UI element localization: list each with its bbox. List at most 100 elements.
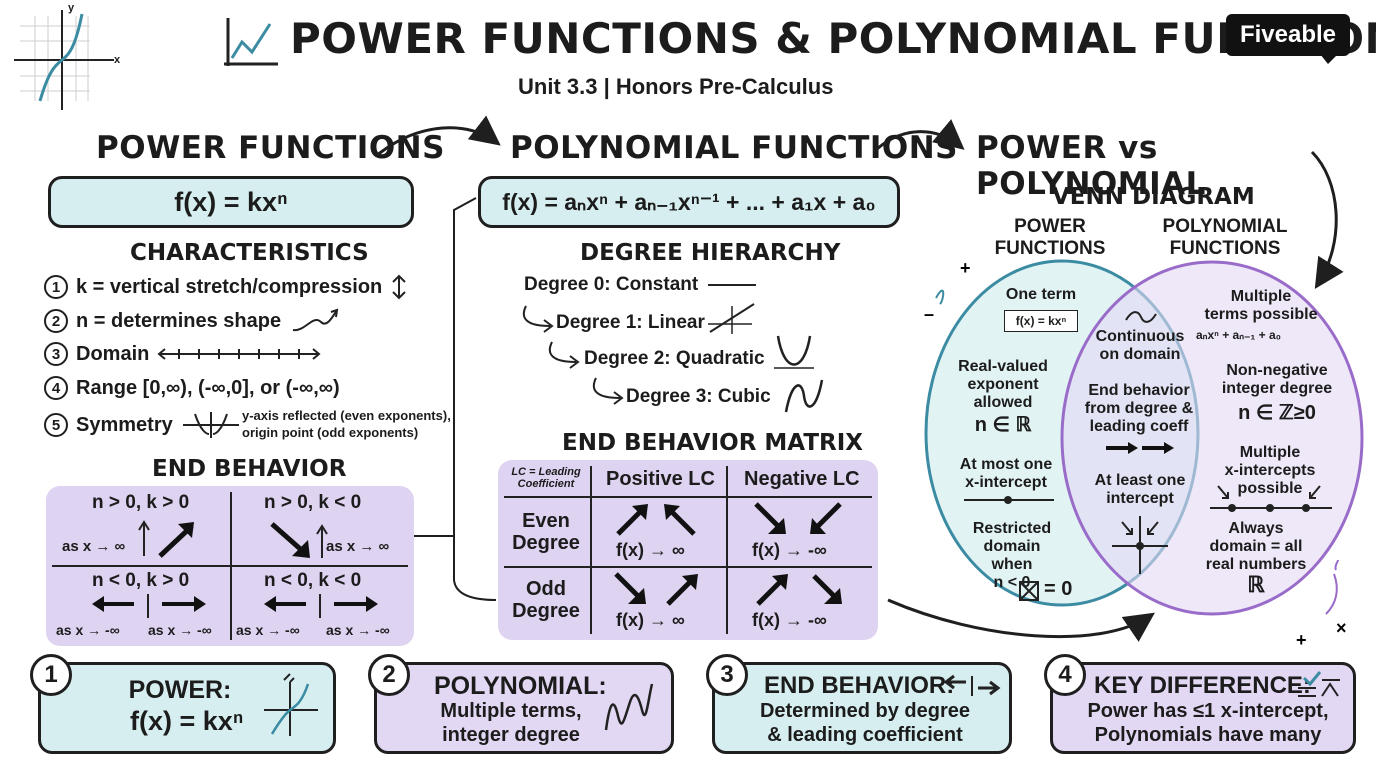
odd-positive-arrows-icon [614, 572, 698, 606]
venn-restricted-line-2: domain when [983, 538, 1041, 573]
symmetry-icon [182, 412, 239, 438]
svg-text:×: × [1336, 618, 1347, 638]
summary-card-end-behavior [712, 662, 1012, 754]
matrix-divider-h1 [504, 496, 872, 498]
venn-left-formula: f(x) = kxⁿ [1015, 314, 1067, 328]
matrix-divider-h2 [504, 566, 872, 568]
degree-2: Degree 2: Quadratic [584, 348, 765, 369]
end-cell-1-condition: n > 0, k > 0 [92, 492, 190, 513]
svg-text:+: + [1296, 630, 1307, 650]
matrix-corner-line-1: LC = Leading [511, 466, 581, 478]
summary-3-line-1: Determined by degree [759, 700, 971, 722]
down-right-arrow-icon [270, 522, 328, 558]
end-behavior-matrix-heading: END BEHAVIOR MATRIX [562, 430, 864, 456]
intercept-cross-icon [1112, 516, 1168, 574]
characteristic-2: 2 n = determines shape [44, 308, 341, 334]
venn-continuous: Continuous on domain [1090, 328, 1190, 364]
graph-axis-x-label: x [114, 54, 121, 66]
venn-always-line-2: domain = all [1209, 538, 1303, 555]
end-behavior-matrix: LC = Leading Coefficient Positive LC Neg… [498, 460, 878, 640]
crossed-box-icon [1019, 581, 1039, 601]
summary-number-3: 3 [706, 654, 748, 696]
cubic-curve-icon [784, 379, 824, 413]
odd-negative-result: f(x) → -∞ [752, 610, 827, 630]
characteristic-text: k = vertical stretch/compression [76, 275, 383, 298]
venn-non-negative-line-2: integer degree [1221, 380, 1333, 397]
matrix-row-even: Even Degree [506, 510, 586, 554]
venn-at-most-line-2: x-intercept [965, 474, 1047, 491]
summary-number-2: 2 [368, 654, 410, 696]
svg-text:+: + [960, 258, 971, 278]
polynomial-functions-heading: POLYNOMIAL FUNCTIONS [510, 130, 959, 166]
grid-divider-h [52, 565, 408, 567]
graph-axis-y-label: y [68, 2, 75, 14]
characteristic-text: Domain [76, 342, 150, 365]
number-badge: 1 [44, 275, 68, 299]
venn-always: Always domain = all real numbers [1196, 520, 1316, 574]
degree-3: Degree 3: Cubic [626, 386, 771, 407]
summary-3-title: END BEHAVIOR: [764, 672, 955, 699]
page-subtitle: Unit 3.3 | Honors Pre-Calculus [518, 74, 834, 99]
venn-real-set: n ∈ ℝ [974, 414, 1032, 436]
fiveable-logo: Fiveable [1226, 14, 1350, 56]
comparison-heading: POWER vs POLYNOMIAL [976, 130, 1206, 202]
logo-tail-icon [1320, 54, 1338, 64]
venn-always-line-1: Always [1228, 520, 1284, 537]
summary-number-4: 4 [1044, 654, 1086, 696]
degree-0: Degree 0: Constant [524, 274, 699, 295]
venn-end-behavior: End behavior from degree & leading coeff [1080, 382, 1198, 436]
end-cell-4-note-left: as x → -∞ [236, 622, 300, 638]
venn-left-title-line-1: POWER [1014, 216, 1086, 237]
even-positive-arrows-icon [616, 504, 696, 536]
end-cell-2-condition: n > 0, k < 0 [264, 492, 362, 513]
number-badge: 2 [44, 309, 68, 333]
venn-at-least-line-2: intercept [1106, 490, 1174, 507]
characteristic-text: n = determines shape [76, 309, 282, 332]
fiveable-logo-text: Fiveable [1239, 21, 1337, 48]
power-formula-box: f(x) = kxⁿ [48, 176, 414, 228]
rising-graph-icon [224, 18, 278, 66]
venn-left-title-line-2: FUNCTIONS [994, 238, 1106, 259]
polynomial-wave-icon [604, 683, 654, 731]
venn-heading: VENN DIAGRAM [1052, 184, 1255, 210]
page-title: POWER FUNCTIONS & POLYNOMIAL FUNCTIONS [290, 14, 1376, 63]
row-even-line-1: Even [522, 510, 570, 532]
venn-right-formula: aₙxⁿ + aₙ₋₁ + a₀ [1196, 328, 1282, 342]
number-badge: 3 [44, 342, 68, 366]
degree-1: Degree 1: Linear [556, 312, 705, 333]
matrix-col-positive: Positive LC [606, 468, 715, 490]
summary-4-line-1: Power has ≤1 x-intercept, [1087, 700, 1329, 722]
characteristic-text: Symmetry [76, 413, 173, 436]
matrix-col-negative: Negative LC [744, 468, 860, 490]
venn-multi-int-line-1: Multiple [1239, 444, 1301, 461]
venn-left-title: POWER FUNCTIONS [980, 216, 1120, 260]
venn-continuous-line-1: Continuous [1095, 328, 1185, 345]
end-cell-3-condition: n < 0, k > 0 [92, 570, 190, 591]
end-cell-4-condition: n < 0, k < 0 [264, 570, 362, 591]
characteristic-5: 5 Symmetry [44, 410, 241, 440]
matrix-corner-line-2: Coefficient [517, 478, 575, 490]
symmetry-note-2: origin point (odd exponents) [242, 425, 419, 440]
venn-left-formula-box: f(x) = kxⁿ [1004, 310, 1078, 332]
venn-end-behavior-line-3: leading coeff [1089, 418, 1189, 435]
venn-at-most-line-1: At most one [959, 456, 1053, 473]
summary-number-1: 1 [30, 654, 72, 696]
venn-continuous-line-2: on domain [1099, 346, 1181, 363]
venn-restricted: Restricted domain when n < 0 [962, 520, 1062, 592]
venn-always-line-3: real numbers [1205, 556, 1307, 573]
end-behavior-grid: n > 0, k > 0 as x → ∞ n > 0, k < 0 as x … [46, 486, 414, 646]
venn-end-behavior-line-1: End behavior [1088, 382, 1190, 399]
linear-line-icon [708, 303, 755, 334]
matrix-corner-note: LC = Leading Coefficient [504, 466, 588, 490]
summary-2-title: POLYNOMIAL: [434, 672, 607, 700]
end-arrows-icon [943, 674, 1001, 696]
matrix-row-odd: Odd Degree [506, 578, 586, 622]
venn-real-symbol: ℝ [1247, 572, 1265, 597]
venn-end-behavior-line-2: from degree & [1084, 400, 1194, 417]
end-cell-1-note: as x → ∞ [62, 538, 126, 555]
venn-multiple-terms-line-2: terms possible [1204, 306, 1318, 323]
venn-non-negative: Non-negative integer degree [1212, 362, 1342, 398]
venn-non-negative-line-1: Non-negative [1226, 362, 1328, 379]
